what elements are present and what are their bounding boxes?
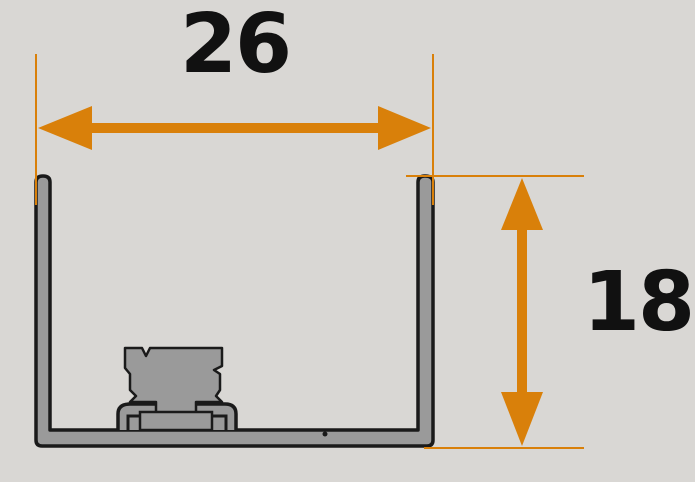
width-label: 26 [180, 0, 292, 92]
insert-stem [138, 410, 214, 432]
width-arrow-left [38, 106, 92, 150]
base-notch [322, 431, 328, 437]
insert-block [123, 346, 224, 416]
height-arrow-top [501, 178, 543, 230]
height-label: 18 [583, 255, 695, 350]
width-arrow-right [378, 106, 431, 150]
height-arrow-bottom [501, 392, 543, 446]
